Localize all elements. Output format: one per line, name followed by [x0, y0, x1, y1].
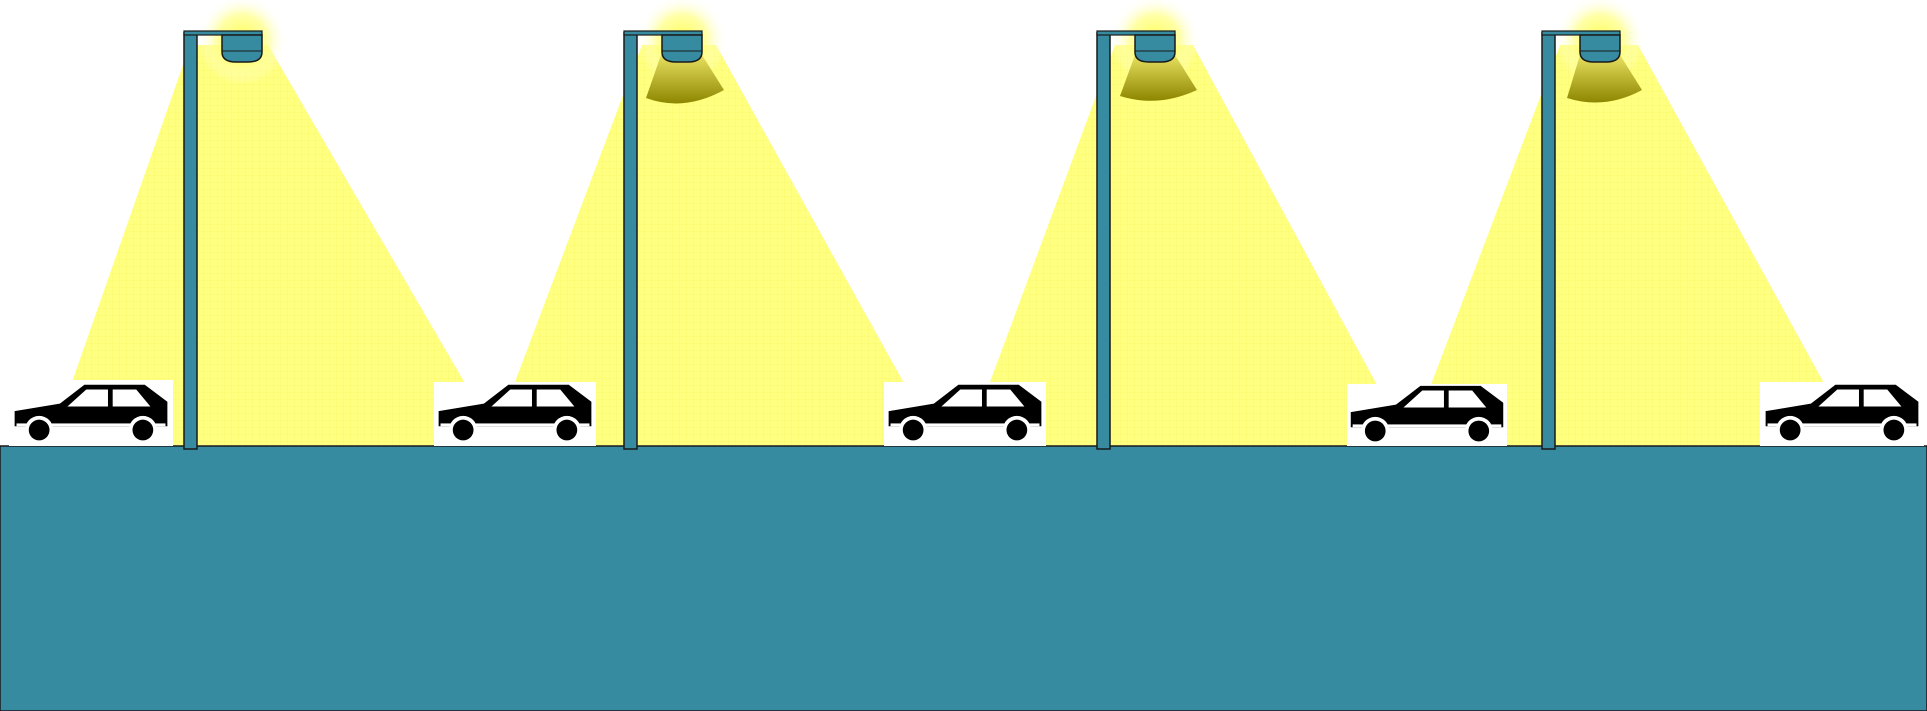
- car-4: [1347, 384, 1507, 446]
- pole-1: [184, 33, 197, 449]
- ground: [0, 446, 1927, 711]
- pole-4: [1542, 33, 1555, 449]
- car-3: [884, 382, 1046, 446]
- pole-3: [1097, 33, 1110, 449]
- car-1: [9, 380, 173, 446]
- light-beam-3: [990, 45, 1377, 448]
- lamp-glows: [197, 0, 1645, 85]
- lamp-head-2: [662, 35, 702, 62]
- lamp-head-4: [1580, 35, 1620, 62]
- pole-2: [624, 33, 637, 449]
- car-5: [1760, 382, 1924, 446]
- lamp-head-3: [1135, 35, 1175, 62]
- lamp-head-1: [222, 35, 262, 62]
- car-2: [434, 382, 596, 446]
